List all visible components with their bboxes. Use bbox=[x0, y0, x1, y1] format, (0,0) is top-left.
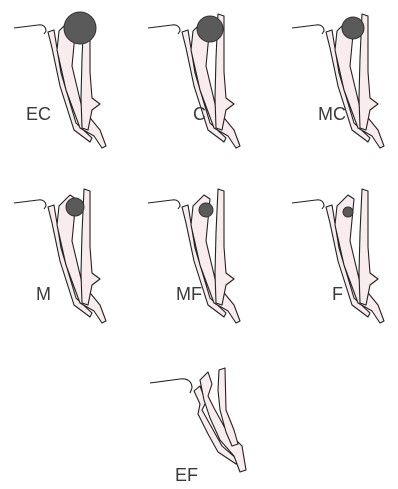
stage-label-mc: MC bbox=[318, 104, 346, 124]
sphere-f bbox=[343, 207, 353, 217]
anatomy-c bbox=[148, 14, 240, 148]
lip-ef bbox=[150, 379, 192, 393]
stage-ef: EF bbox=[150, 368, 246, 485]
stage-label-ef: EF bbox=[175, 465, 198, 485]
stage-m: M bbox=[14, 189, 106, 323]
sphere-m bbox=[66, 198, 84, 216]
anatomy-m bbox=[14, 189, 106, 323]
stage-mf: MF bbox=[148, 189, 240, 323]
sphere-c bbox=[197, 16, 223, 42]
stage-label-f: F bbox=[332, 284, 343, 304]
stage-mc: MC bbox=[292, 14, 384, 148]
stage-ec: EC bbox=[14, 12, 106, 148]
stage-f: F bbox=[292, 189, 384, 323]
sphere-ec bbox=[64, 12, 96, 44]
stage-label-c: C bbox=[193, 104, 206, 124]
stage-label-ec: EC bbox=[26, 104, 51, 124]
sphere-mc bbox=[342, 17, 364, 39]
stage-label-m: M bbox=[36, 284, 51, 304]
stage-c: C bbox=[148, 14, 240, 148]
stage-label-mf: MF bbox=[176, 284, 202, 304]
sphere-mf bbox=[199, 203, 213, 217]
anatomy-mc bbox=[292, 14, 384, 148]
